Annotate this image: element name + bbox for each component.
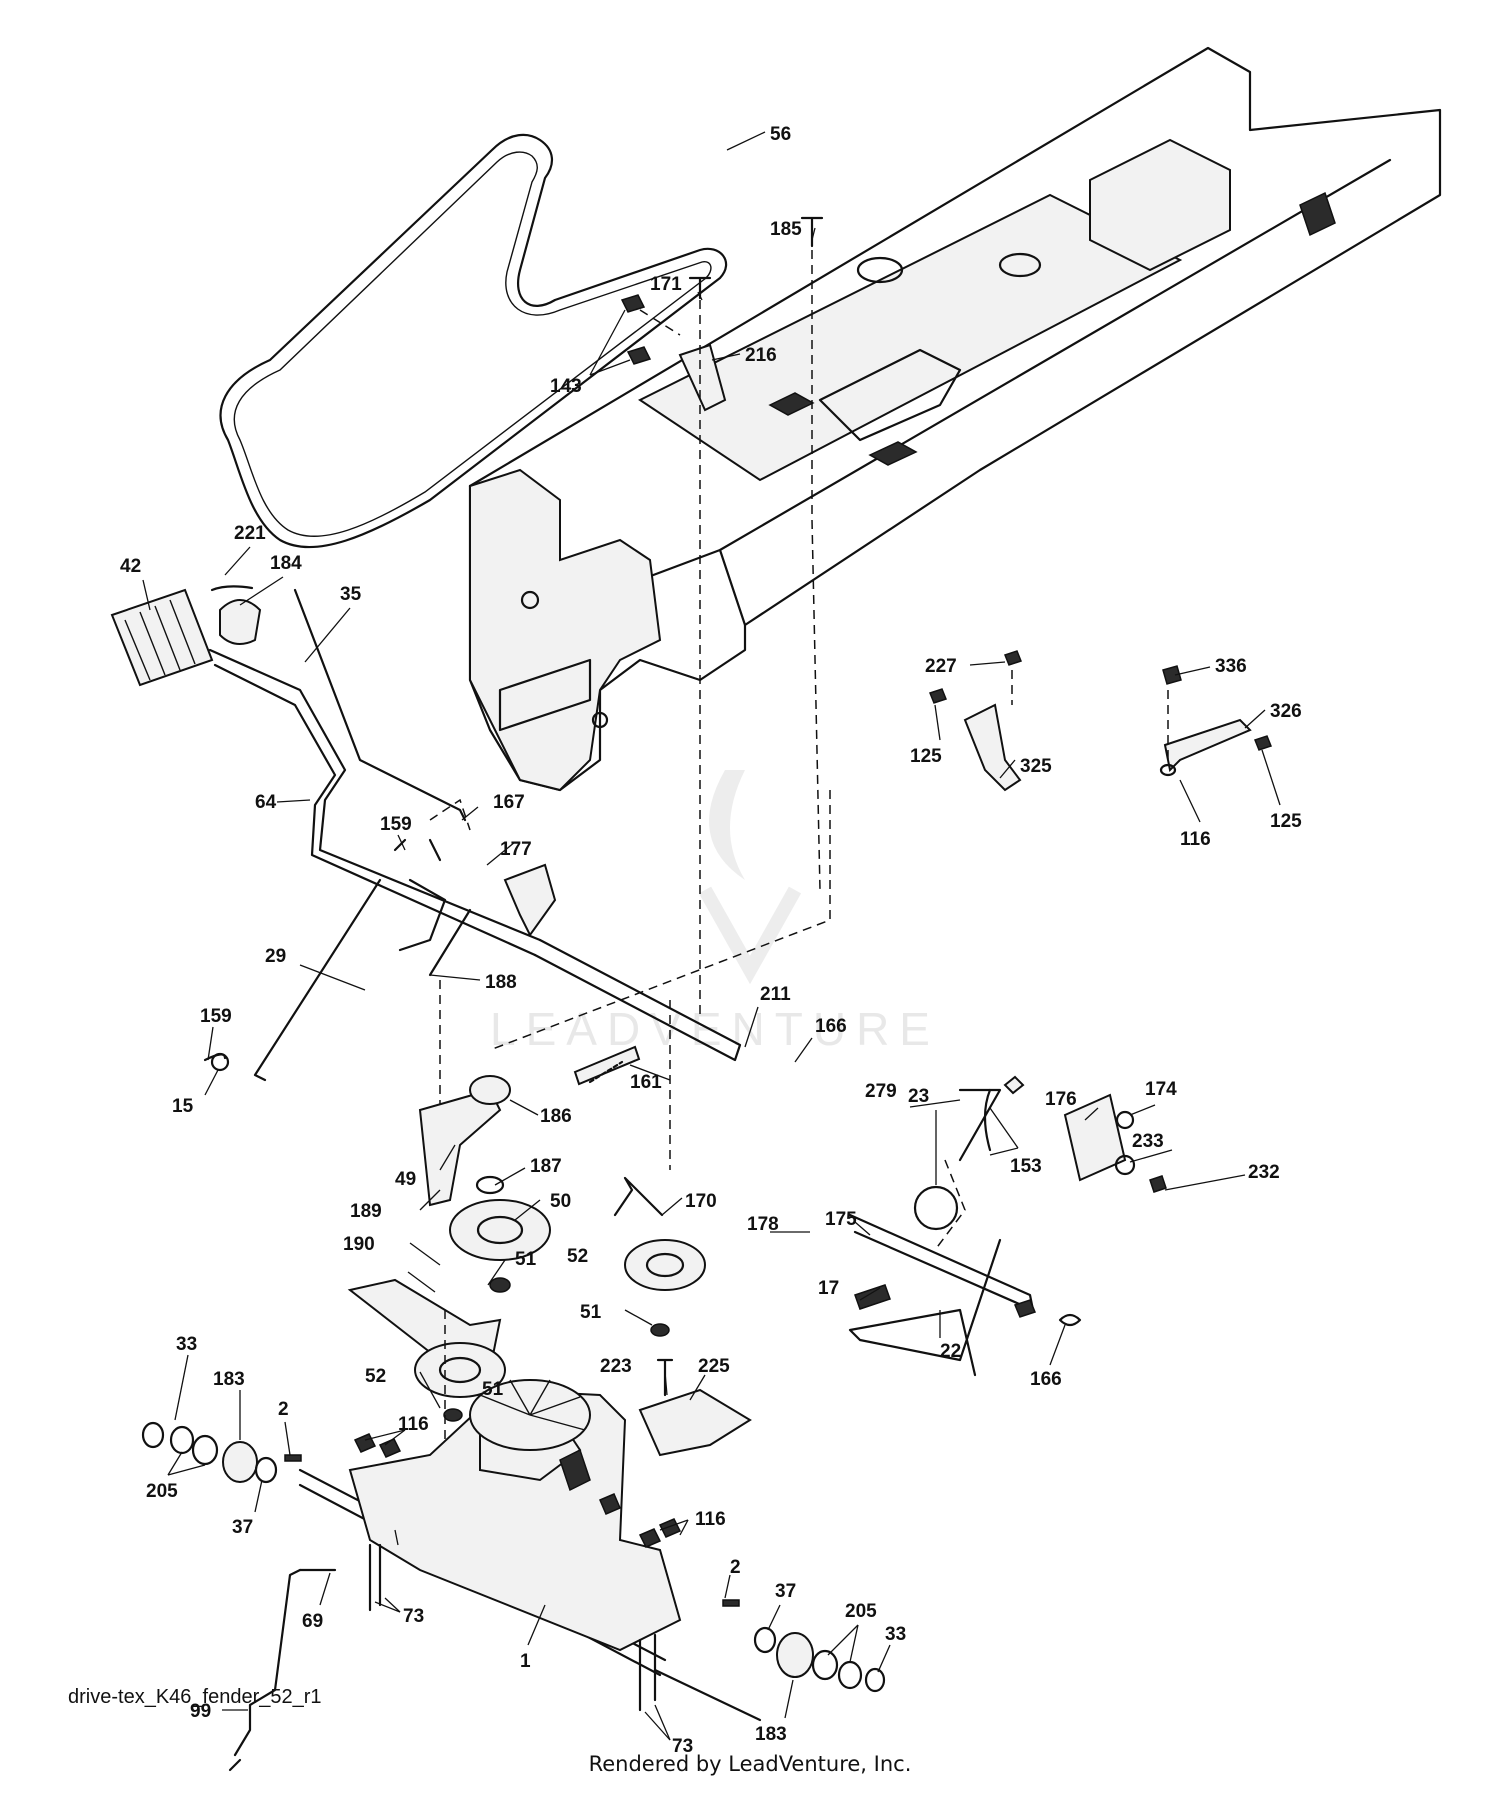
callout-161: 161 <box>630 1072 662 1093</box>
callout-2-left: 2 <box>278 1399 289 1420</box>
linkage-assembly <box>848 1075 1167 1377</box>
tractor-frame <box>468 46 1442 792</box>
callout-73-left: 73 <box>403 1606 424 1627</box>
callout-42: 42 <box>120 556 141 577</box>
callout-153: 153 <box>1010 1156 1042 1177</box>
callout-205-left: 205 <box>146 1481 178 1502</box>
bracket-325 <box>929 650 1022 792</box>
callout-33-right: 33 <box>885 1624 906 1645</box>
callout-227: 227 <box>925 656 957 677</box>
watermark-text: LEADVENTURE <box>490 1003 940 1055</box>
heat-shield <box>638 1358 752 1457</box>
callout-37-right: 37 <box>775 1581 796 1602</box>
callout-167: 167 <box>493 792 525 813</box>
callout-33-left: 33 <box>176 1334 197 1355</box>
callout-211: 211 <box>760 984 791 1005</box>
callout-2-right: 2 <box>730 1557 741 1578</box>
callout-73-right: 73 <box>672 1736 693 1757</box>
callout-233: 233 <box>1132 1131 1164 1152</box>
callout-49: 49 <box>395 1169 416 1190</box>
callout-116-right: 116 <box>695 1509 726 1530</box>
callout-52-upper: 52 <box>567 1246 588 1267</box>
callout-176: 176 <box>1045 1089 1077 1110</box>
leadventure-watermark: LEADVENTURE <box>490 770 940 1055</box>
callout-159-bottom: 159 <box>200 1006 232 1027</box>
callout-15: 15 <box>172 1096 194 1117</box>
bracket-216 <box>620 216 824 412</box>
callout-50: 50 <box>550 1191 571 1212</box>
callout-51-upper-right: 51 <box>580 1302 602 1323</box>
drive-belt <box>219 133 728 549</box>
callout-325: 325 <box>1020 756 1052 777</box>
callout-190: 190 <box>343 1234 375 1255</box>
callout-116-bracket: 116 <box>1180 829 1211 850</box>
callout-1: 1 <box>520 1651 531 1672</box>
callout-56: 56 <box>770 124 791 145</box>
callout-69: 69 <box>302 1611 323 1632</box>
callout-170: 170 <box>685 1191 717 1212</box>
footer-credit: Rendered by LeadVenture, Inc. <box>588 1752 912 1776</box>
callout-23: 23 <box>908 1086 929 1107</box>
callout-187: 187 <box>530 1156 562 1177</box>
idler-assembly <box>347 1045 706 1422</box>
callout-184: 184 <box>270 553 302 574</box>
callout-22: 22 <box>940 1341 961 1362</box>
callout-125-left: 125 <box>910 746 942 767</box>
callout-183-left: 183 <box>213 1369 245 1390</box>
callout-labels: 56 185 171 216 143 221 184 42 35 227 336… <box>120 124 1302 1757</box>
callout-336: 336 <box>1215 656 1247 677</box>
callout-159-top: 159 <box>380 814 412 835</box>
callout-175: 175 <box>825 1209 857 1230</box>
callout-186: 186 <box>540 1106 572 1127</box>
callout-166-top: 166 <box>815 1016 847 1037</box>
callout-35: 35 <box>340 584 362 605</box>
callout-116-left: 116 <box>398 1414 429 1435</box>
callout-205-right: 205 <box>845 1601 877 1622</box>
callout-29: 29 <box>265 946 286 967</box>
callout-177: 177 <box>500 839 532 860</box>
callout-188: 188 <box>485 972 517 993</box>
callout-37-left: 37 <box>232 1517 253 1538</box>
callout-51-upper-left: 51 <box>515 1249 537 1270</box>
leader-lines <box>142 131 1281 1741</box>
callout-17: 17 <box>818 1278 839 1299</box>
callout-174: 174 <box>1145 1079 1177 1100</box>
callout-221: 221 <box>234 523 266 544</box>
callout-99: 99 <box>190 1701 211 1722</box>
callout-189: 189 <box>350 1201 382 1222</box>
callout-171: 171 <box>650 274 682 295</box>
callout-223: 223 <box>600 1356 632 1377</box>
callout-125-right: 125 <box>1270 811 1302 832</box>
lift-lever-assembly <box>110 585 742 1082</box>
callout-232: 232 <box>1248 1162 1280 1183</box>
bracket-326 <box>1159 665 1272 777</box>
callout-51-lower: 51 <box>482 1379 504 1400</box>
callout-279: 279 <box>865 1081 897 1102</box>
callout-64: 64 <box>255 792 277 813</box>
diagram-code: drive-tex_K46_fender_52_r1 <box>68 1686 322 1708</box>
transaxle <box>141 1379 886 1772</box>
callout-326: 326 <box>1270 701 1302 722</box>
callout-185: 185 <box>770 219 802 240</box>
callout-143: 143 <box>550 376 582 397</box>
callout-216: 216 <box>745 345 777 366</box>
callout-52-lower: 52 <box>365 1366 386 1387</box>
callout-183-right: 183 <box>755 1724 787 1745</box>
callout-166-bottom: 166 <box>1030 1369 1062 1390</box>
callout-225: 225 <box>698 1356 730 1377</box>
callout-178: 178 <box>747 1214 779 1235</box>
